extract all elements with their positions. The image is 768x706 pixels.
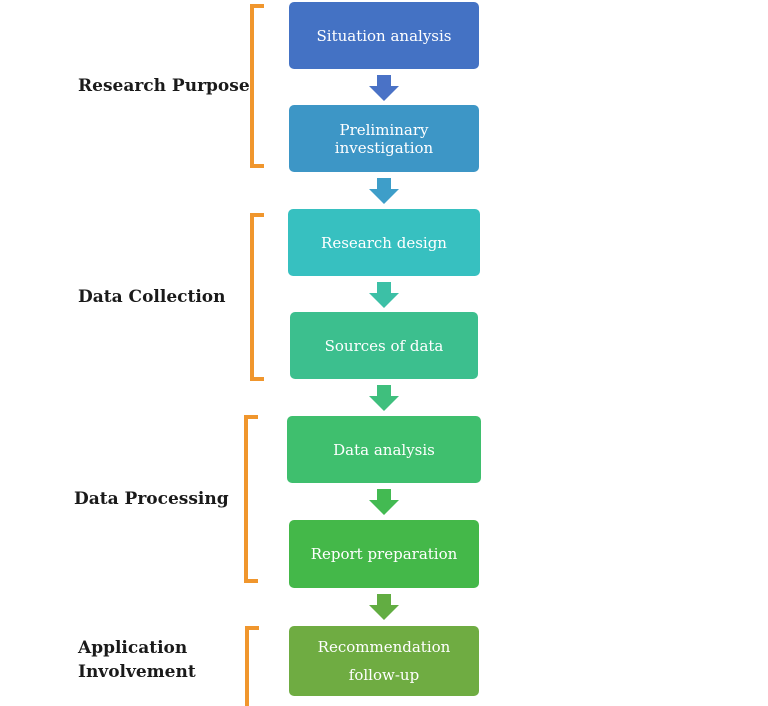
bracket-data-processing bbox=[244, 415, 258, 583]
arrow-down-icon bbox=[369, 75, 399, 101]
step-situation-analysis: Situation analysis bbox=[289, 2, 479, 69]
step-report-preparation: Report preparation bbox=[289, 520, 479, 588]
step-recommendation-follow-up: Recommendation follow-up bbox=[289, 626, 479, 696]
step-label-line: follow-up bbox=[348, 666, 420, 684]
step-label-line: Recommendation bbox=[317, 638, 451, 656]
arrow-down-icon bbox=[369, 594, 399, 620]
phase-label-data-processing: Data Processing bbox=[74, 489, 229, 509]
arrow-down-icon bbox=[369, 178, 399, 204]
phase-label-data-collection: Data Collection bbox=[78, 287, 226, 307]
step-data-analysis: Data analysis bbox=[287, 416, 481, 483]
arrow-down-icon bbox=[369, 282, 399, 308]
bracket-application-involvement bbox=[245, 626, 259, 706]
phase-label-research-purpose: Research Purpose bbox=[78, 76, 250, 96]
phase-label-line: Involvement bbox=[78, 662, 196, 682]
phase-label-line: Application bbox=[78, 638, 188, 658]
arrow-down-icon bbox=[369, 489, 399, 515]
step-research-design: Research design bbox=[288, 209, 480, 276]
bracket-data-collection bbox=[250, 213, 264, 381]
phase-label-application-involvement: Application Involvement bbox=[78, 636, 196, 684]
step-sources-of-data: Sources of data bbox=[290, 312, 478, 379]
arrow-down-icon bbox=[369, 385, 399, 411]
step-preliminary-investigation: Preliminary investigation bbox=[289, 105, 479, 172]
bracket-research-purpose bbox=[250, 4, 264, 168]
